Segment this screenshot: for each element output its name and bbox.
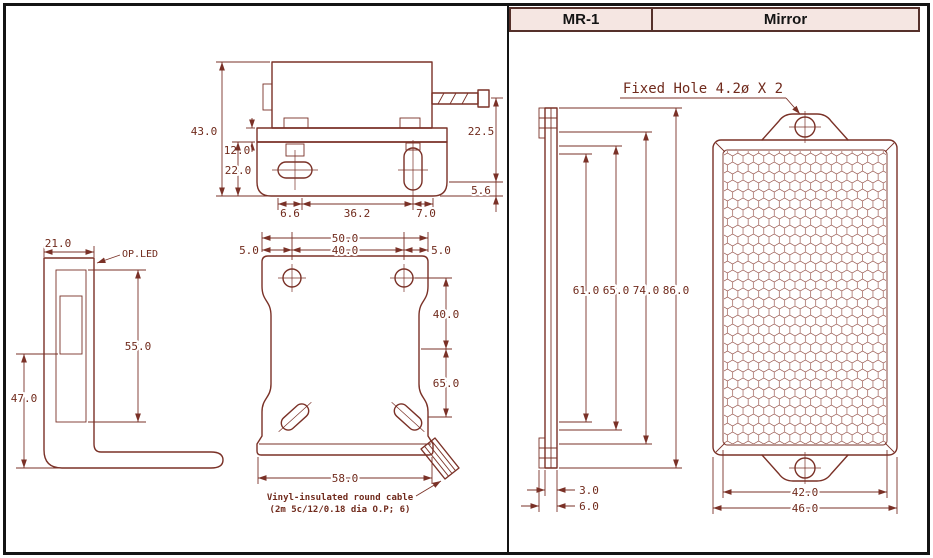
mounting-slot-right <box>391 402 425 432</box>
dim-5-left: 5.0 <box>239 244 259 257</box>
mirror-frame-inner <box>722 149 888 446</box>
header-model-cell: MR-1 <box>509 7 653 32</box>
sensor-through-outline <box>55 269 87 423</box>
cable-note-line2: (2m 5c/12/0.18 dia O.P; 6) <box>270 504 411 515</box>
cable-exit <box>420 437 460 480</box>
dim-7: 7.0 <box>416 207 436 220</box>
op-led-label: OP.LED <box>122 249 158 260</box>
dim-74: 74.0 <box>633 284 660 297</box>
cable-end-fitting <box>477 89 490 108</box>
dim-61: 61.0 <box>573 284 600 297</box>
dim-5-right: 5.0 <box>431 244 451 257</box>
dim-22: 22.0 <box>225 164 252 177</box>
dim-5-6: 5.6 <box>471 184 491 197</box>
dim-55: 55.0 <box>125 340 152 353</box>
cable-note-line1: Vinyl-insulated round cable <box>267 492 414 503</box>
dim-40-right: 40.0 <box>433 308 460 321</box>
sensor-flange <box>256 127 448 143</box>
dim-47: 47.0 <box>11 392 38 405</box>
mirror-side-tab-bottom <box>538 437 546 469</box>
dim-22-5: 22.5 <box>468 125 495 138</box>
mirror-side-view <box>538 107 558 469</box>
dim-65: 65.0 <box>433 377 460 390</box>
dim-50: 50.0 <box>332 232 359 245</box>
bracket-plate-outline <box>43 257 224 469</box>
dim-42: 42.0 <box>792 486 819 499</box>
dim-36-2: 36.2 <box>344 207 371 220</box>
dim-6-6: 6.6 <box>280 207 300 220</box>
mirror-front-view <box>712 111 898 484</box>
mirror-side-view-dimensions: 61.0 65.0 74.0 86.0 3.0 6.0 <box>521 107 691 515</box>
sensor-window <box>59 295 83 355</box>
dim-6: 6.0 <box>579 500 599 513</box>
sensor-lower-body <box>256 141 448 197</box>
sensor-side-view-dimensions: 43.0 12.0 22.0 22.5 5.6 6.6 36.2 7.0 <box>189 61 503 222</box>
dim-65-mirror: 65.0 <box>603 284 630 297</box>
bracket-front-view-dimensions: 50.0 40.0 5.0 5.0 40.0 65.0 58.0 Vinyl-i… <box>237 230 461 517</box>
dim-43: 43.0 <box>191 125 218 138</box>
reflector-honeycomb <box>724 151 886 444</box>
fixed-hole-label: Fixed Hole 4.2ø X 2 <box>623 81 783 97</box>
header-product-cell: Mirror <box>651 7 920 32</box>
dim-21: 21.0 <box>45 237 72 250</box>
mirror-fixed-hole-callout: Fixed Hole 4.2ø X 2 <box>620 79 801 115</box>
bracket-front-view <box>256 255 460 480</box>
mounting-slot-left <box>278 402 312 432</box>
dim-3: 3.0 <box>579 484 599 497</box>
bracket-side-view <box>43 257 224 469</box>
dim-12: 12.0 <box>224 144 251 157</box>
bracket-front-outline <box>256 255 434 456</box>
dim-86: 86.0 <box>663 284 690 297</box>
dim-46: 46.0 <box>792 502 819 515</box>
mirror-front-view-dimensions: 42.0 46.0 <box>712 450 898 517</box>
mirror-side-tab-top <box>538 107 546 139</box>
sensor-left-notch <box>262 83 273 111</box>
sensor-side-view <box>256 61 490 198</box>
dim-40-top: 40.0 <box>332 244 359 257</box>
bracket-side-view-dimensions: 21.0 OP.LED 55.0 47.0 <box>9 235 160 469</box>
dim-58: 58.0 <box>332 472 359 485</box>
